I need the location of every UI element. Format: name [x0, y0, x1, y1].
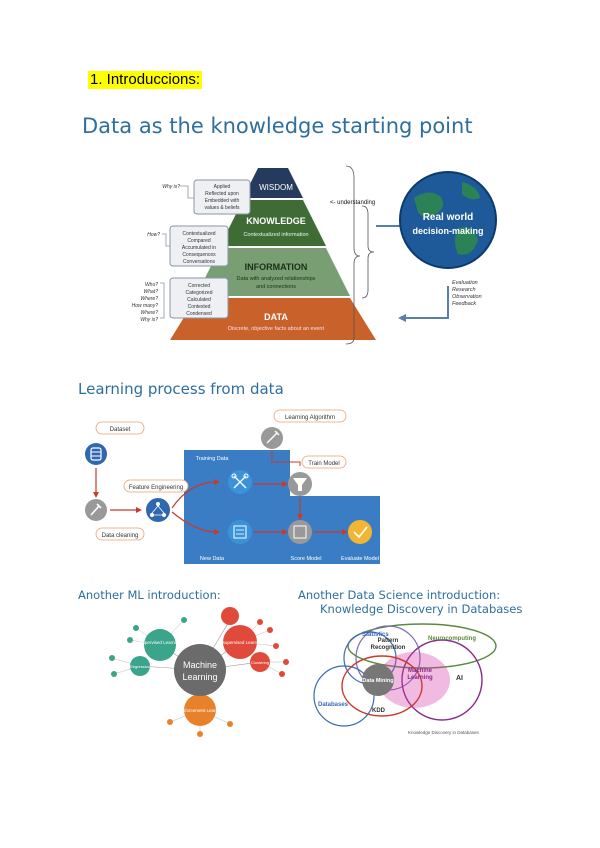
- learning-process-figure: Dataset Data cleaning Feature Engineerin…: [85, 409, 380, 564]
- label-information: INFORMATION: [245, 262, 308, 272]
- kdd-title-line1: Another Data Science introduction:: [298, 588, 501, 602]
- lbl-machine: Machine: [408, 668, 433, 674]
- database-icon: [85, 443, 107, 465]
- questions-bottom-1: What?: [144, 289, 159, 295]
- venn-neurocomputing: [347, 623, 497, 669]
- label-information-sub2: and connections: [256, 284, 296, 290]
- understanding-label: <- understanding: [330, 200, 375, 206]
- questions-bottom-2: Where?: [140, 296, 158, 302]
- box-wisdom: [193, 179, 251, 215]
- box-wisdom-line3: values & beliefs: [204, 205, 240, 211]
- node-machine-learning: [174, 644, 226, 696]
- figure-title-kdd: Another Data Science introduction: Knowl…: [298, 588, 522, 616]
- figure-title-learning-process: Learning process from data: [78, 380, 284, 398]
- label-wisdom: WISDOM: [259, 183, 293, 192]
- figure-title-ml-intro: Another ML introduction:: [78, 588, 221, 602]
- network-icon: [146, 498, 170, 522]
- ml-mindmap-figure: Supervised Learning Unsupervised Learnin…: [109, 607, 289, 737]
- center-line0: Machine: [183, 660, 217, 670]
- train-model-label: Train Model: [308, 461, 339, 467]
- node-supervised-label: Supervised Learning: [139, 640, 181, 645]
- evaluation-2: Observation: [452, 294, 482, 300]
- score-model-icon: [288, 520, 312, 544]
- questions-bottom-0: Who?: [145, 282, 158, 288]
- evaluate-model-label: Evaluate Model: [341, 556, 379, 562]
- questions-bottom-4: Where?: [140, 310, 158, 316]
- training-data-label: Training Data: [196, 456, 230, 462]
- box-information-line4: Condensed: [186, 311, 212, 317]
- node-clustering: [250, 652, 270, 672]
- evaluation-1: Research: [452, 287, 476, 293]
- center-line1: Learning: [182, 672, 217, 682]
- new-data-icon: [228, 520, 252, 544]
- mindmap-top-node: [221, 607, 239, 625]
- box-wisdom-line0: Applied: [214, 184, 231, 190]
- globe-line0: Real world: [423, 212, 474, 223]
- kdd-source: Knowledge Discovery in Databases: [408, 730, 480, 735]
- flow-background: [184, 450, 380, 564]
- feature-engineering-label: Feature Engineering: [129, 485, 183, 491]
- evaluation-3: Feedback: [452, 301, 476, 307]
- box-information-line1: Categorized: [186, 290, 213, 296]
- node-supervised: [144, 629, 176, 661]
- kdd-title-line2: Knowledge Discovery in Databases: [320, 602, 523, 616]
- box-information-line3: Contexted: [188, 304, 211, 310]
- node-clustering-label: Clustering: [251, 660, 269, 665]
- box-information-line0: Corrected: [188, 283, 210, 289]
- node-regression-label: Regression: [130, 664, 150, 669]
- pyramid-information: [196, 248, 350, 296]
- label-knowledge-sub: Contextualized information: [243, 232, 308, 238]
- venn-databases: [313, 665, 375, 727]
- data-cleaning-label: Data cleaning: [102, 533, 139, 539]
- lbl-databases: Databases: [318, 702, 349, 708]
- new-data-label: New Data: [200, 556, 225, 562]
- score-model-label: Score Model: [291, 556, 322, 562]
- questions-top: Why is?: [162, 184, 180, 190]
- questions-bottom-5: Why is?: [140, 317, 158, 323]
- node-unsupervised: [223, 625, 257, 659]
- node-reinforcement: [184, 694, 216, 726]
- node-reinforcement-label: Reinforcement Learning: [176, 708, 225, 713]
- label-data: DATA: [264, 312, 288, 322]
- box-information-line2: Calculated: [187, 297, 211, 303]
- box-knowledge-line3: Consequences: [182, 252, 216, 258]
- label-data-sub: Discrete, objective facts about an event: [228, 326, 324, 332]
- lbl-ai: AI: [456, 675, 463, 682]
- globe-line1: decision-making: [412, 226, 483, 236]
- box-information: [169, 277, 229, 319]
- lbl-statistics: Statistics: [362, 632, 389, 638]
- lbl-neuro: Neurocomputing: [428, 636, 476, 642]
- label-knowledge: KNOWLEDGE: [246, 216, 306, 226]
- box-wisdom-line2: Embedded with: [205, 198, 240, 204]
- venn-data-mining: [362, 664, 394, 696]
- venn-kdd: [341, 655, 423, 717]
- node-unsupervised-label: Unsupervised Learning: [217, 640, 264, 645]
- evaluation-0: Evaluation: [452, 280, 478, 286]
- box-knowledge-line0: Contextualized: [182, 231, 215, 237]
- lbl-recognition: Recognition: [371, 645, 406, 651]
- box-knowledge-line2: Accumulated in: [182, 245, 216, 251]
- box-wisdom-line1: Reflected upon: [205, 191, 239, 197]
- lbl-kdd: KDD: [372, 708, 386, 714]
- questions-mid: How?: [147, 232, 160, 238]
- figure-title-knowledge: Data as the knowledge starting point: [82, 114, 473, 138]
- section-heading: 1. Introduccions:: [88, 71, 203, 89]
- knowledge-pyramid-figure: WISDOM KNOWLEDGE Contextualized informat…: [132, 165, 497, 345]
- learning-algorithm-label: Learning Algorithm: [285, 415, 335, 421]
- lbl-pattern: Pattern: [378, 638, 399, 644]
- lbl-data-mining: Data Mining: [362, 678, 393, 684]
- label-information-sub1: Data with analyzed relationships: [237, 276, 316, 282]
- lbl-learning: Learning: [407, 675, 433, 681]
- box-knowledge-line4: Conversations: [183, 259, 215, 265]
- dataset-label: Dataset: [110, 427, 131, 433]
- pyramid-wisdom: [243, 168, 303, 198]
- kdd-venn-figure: Statistics Pattern Recognition Neurocomp…: [313, 623, 497, 735]
- venn-machine-learning: [378, 652, 450, 708]
- box-knowledge-line1: Compared: [187, 238, 211, 244]
- evaluate-model-icon: [348, 520, 372, 544]
- questions-bottom-3: How many?: [132, 303, 159, 309]
- node-regression: [130, 656, 150, 676]
- venn-ai: [401, 639, 483, 721]
